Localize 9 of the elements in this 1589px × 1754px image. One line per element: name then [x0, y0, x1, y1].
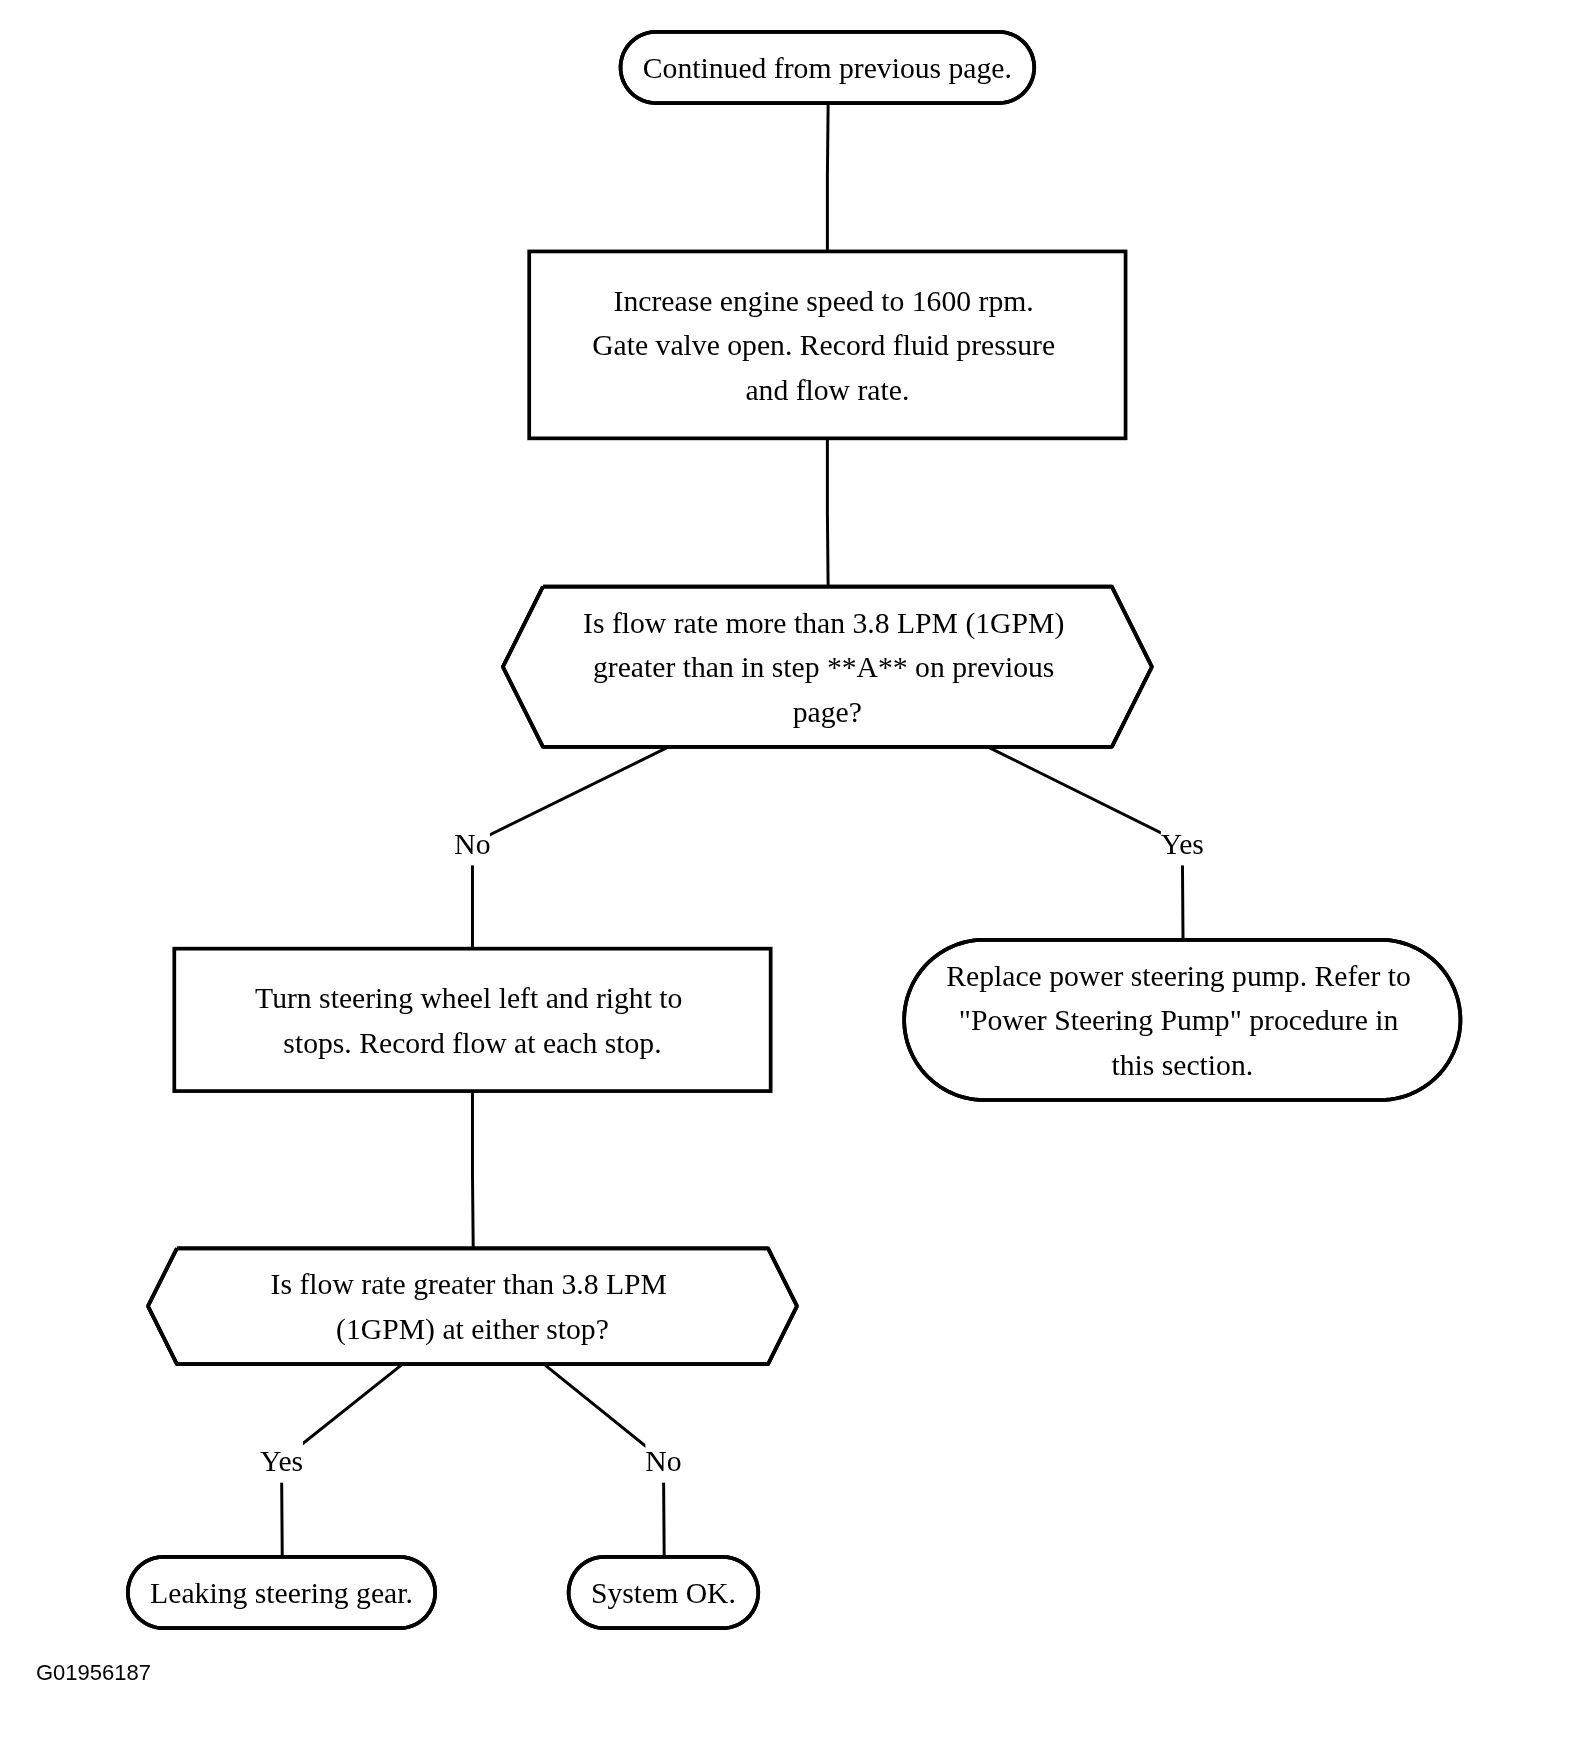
edge-label: No: [645, 1444, 682, 1477]
node-box: Increase engine speed to 1600 rpm. Gate valve open. Record fluid pressure and flow rate.: [527, 249, 1128, 441]
edge-label: Yes: [1161, 827, 1205, 860]
node-box: Turn steering wheel left and right to stops. Record flow at each stop.: [172, 946, 773, 1093]
edge-label: No: [454, 827, 491, 860]
connector: [826, 103, 830, 252]
edge-label: Yes: [260, 1444, 304, 1477]
connector: [471, 746, 669, 949]
figure-code: G01956187: [36, 1660, 151, 1686]
